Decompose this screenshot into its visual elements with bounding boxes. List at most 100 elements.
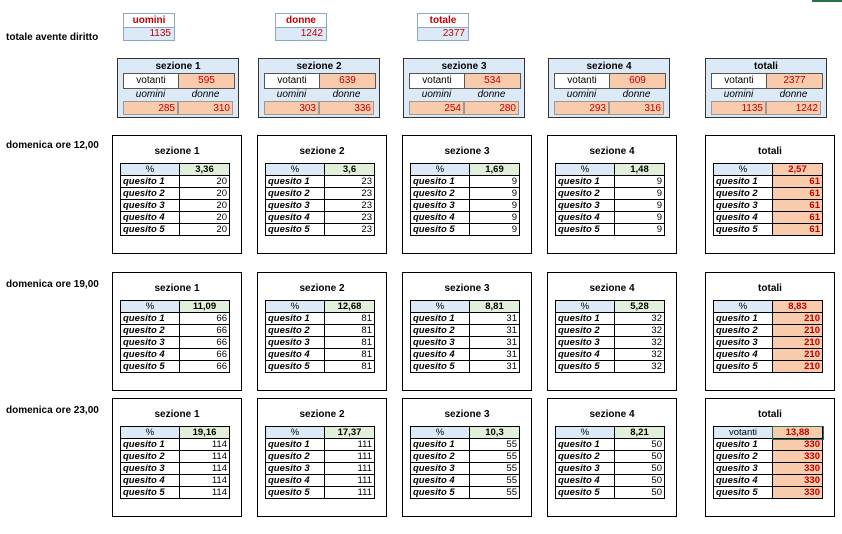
quesito-value[interactable]: 111: [324, 486, 375, 499]
quesito-value[interactable]: 23: [324, 223, 375, 236]
quesito-value[interactable]: 114: [179, 474, 230, 487]
quesito-value[interactable]: 330: [772, 474, 823, 487]
quesito-value[interactable]: 210: [772, 312, 823, 325]
quesito-value[interactable]: 66: [179, 360, 230, 373]
quesito-value[interactable]: 32: [614, 348, 665, 361]
quesito-value[interactable]: 31: [469, 348, 520, 361]
quesito-value[interactable]: 81: [324, 324, 375, 337]
percent-value[interactable]: 8,81: [469, 300, 520, 313]
quesito-value[interactable]: 50: [614, 474, 665, 487]
uomini-count[interactable]: 254: [409, 101, 464, 115]
percent-value[interactable]: 17,37: [324, 426, 375, 439]
quesito-value[interactable]: 81: [324, 360, 375, 373]
percent-value[interactable]: 3,6: [324, 163, 375, 176]
quesito-value[interactable]: 111: [324, 462, 375, 475]
quesito-value[interactable]: 9: [614, 223, 665, 236]
quesito-value[interactable]: 210: [772, 324, 823, 337]
quesito-value[interactable]: 61: [772, 223, 823, 236]
quesito-value[interactable]: 114: [179, 450, 230, 463]
quesito-value[interactable]: 81: [324, 348, 375, 361]
quesito-value[interactable]: 20: [179, 175, 230, 188]
uomini-count[interactable]: 293: [554, 101, 609, 115]
quesito-value[interactable]: 9: [469, 211, 520, 224]
percent-value[interactable]: 10,3: [469, 426, 520, 439]
quesito-value[interactable]: 23: [324, 187, 375, 200]
quesito-value[interactable]: 9: [614, 175, 665, 188]
percent-value[interactable]: 13,88: [771, 425, 824, 440]
quesito-value[interactable]: 330: [772, 486, 823, 499]
quesito-value[interactable]: 50: [614, 438, 665, 451]
quesito-value[interactable]: 111: [324, 450, 375, 463]
totale-value[interactable]: 2377: [442, 28, 465, 39]
quesito-value[interactable]: 20: [179, 199, 230, 212]
quesito-value[interactable]: 61: [772, 175, 823, 188]
quesito-value[interactable]: 66: [179, 348, 230, 361]
quesito-value[interactable]: 31: [469, 336, 520, 349]
quesito-value[interactable]: 210: [772, 348, 823, 361]
donne-count[interactable]: 1242: [766, 101, 821, 115]
quesito-value[interactable]: 23: [324, 199, 375, 212]
quesito-value[interactable]: 55: [469, 450, 520, 463]
donne-value[interactable]: 1242: [300, 28, 323, 39]
quesito-value[interactable]: 32: [614, 336, 665, 349]
percent-value[interactable]: 1,69: [469, 163, 520, 176]
percent-value[interactable]: 19,16: [179, 426, 230, 439]
quesito-value[interactable]: 31: [469, 324, 520, 337]
quesito-value[interactable]: 61: [772, 199, 823, 212]
quesito-value[interactable]: 330: [772, 462, 823, 475]
quesito-value[interactable]: 23: [324, 175, 375, 188]
quesito-value[interactable]: 330: [772, 438, 823, 451]
votanti-value[interactable]: 639: [320, 74, 375, 88]
quesito-value[interactable]: 23: [324, 211, 375, 224]
quesito-value[interactable]: 55: [469, 438, 520, 451]
votanti-value[interactable]: 609: [610, 74, 665, 88]
quesito-value[interactable]: 66: [179, 324, 230, 337]
quesito-value[interactable]: 32: [614, 312, 665, 325]
percent-value[interactable]: 11,09: [179, 300, 230, 313]
percent-value[interactable]: 1,48: [614, 163, 665, 176]
quesito-value[interactable]: 330: [772, 450, 823, 463]
totale-header-box[interactable]: totale 2377: [417, 13, 469, 41]
quesito-value[interactable]: 9: [614, 211, 665, 224]
uomini-count[interactable]: 1135: [711, 101, 766, 115]
donne-count[interactable]: 316: [609, 101, 664, 115]
quesito-value[interactable]: 55: [469, 462, 520, 475]
quesito-value[interactable]: 81: [324, 312, 375, 325]
donne-header-box[interactable]: donne 1242: [275, 13, 327, 41]
quesito-value[interactable]: 111: [324, 438, 375, 451]
quesito-value[interactable]: 61: [772, 211, 823, 224]
quesito-value[interactable]: 114: [179, 438, 230, 451]
quesito-value[interactable]: 114: [179, 462, 230, 475]
votanti-value[interactable]: 595: [179, 74, 234, 88]
quesito-value[interactable]: 66: [179, 336, 230, 349]
quesito-value[interactable]: 31: [469, 360, 520, 373]
quesito-value[interactable]: 61: [772, 187, 823, 200]
quesito-value[interactable]: 55: [469, 474, 520, 487]
quesito-value[interactable]: 9: [614, 199, 665, 212]
percent-value[interactable]: 8,83: [772, 300, 823, 313]
quesito-value[interactable]: 9: [469, 223, 520, 236]
quesito-value[interactable]: 81: [324, 336, 375, 349]
quesito-value[interactable]: 50: [614, 486, 665, 499]
quesito-value[interactable]: 9: [614, 187, 665, 200]
quesito-value[interactable]: 20: [179, 187, 230, 200]
uomini-count[interactable]: 285: [123, 101, 178, 115]
quesito-value[interactable]: 55: [469, 486, 520, 499]
percent-value[interactable]: 5,28: [614, 300, 665, 313]
percent-value[interactable]: 2,57: [772, 163, 823, 176]
donne-count[interactable]: 336: [319, 101, 374, 115]
uomini-count[interactable]: 303: [264, 101, 319, 115]
quesito-value[interactable]: 66: [179, 312, 230, 325]
quesito-value[interactable]: 50: [614, 462, 665, 475]
quesito-value[interactable]: 114: [179, 486, 230, 499]
quesito-value[interactable]: 210: [772, 360, 823, 373]
quesito-value[interactable]: 31: [469, 312, 520, 325]
percent-value[interactable]: 3,36: [179, 163, 230, 176]
percent-value[interactable]: 12,68: [324, 300, 375, 313]
quesito-value[interactable]: 32: [614, 324, 665, 337]
quesito-value[interactable]: 9: [469, 175, 520, 188]
quesito-value[interactable]: 111: [324, 474, 375, 487]
uomini-value[interactable]: 1135: [149, 28, 171, 39]
donne-count[interactable]: 310: [178, 101, 233, 115]
percent-value[interactable]: 8,21: [614, 426, 665, 439]
